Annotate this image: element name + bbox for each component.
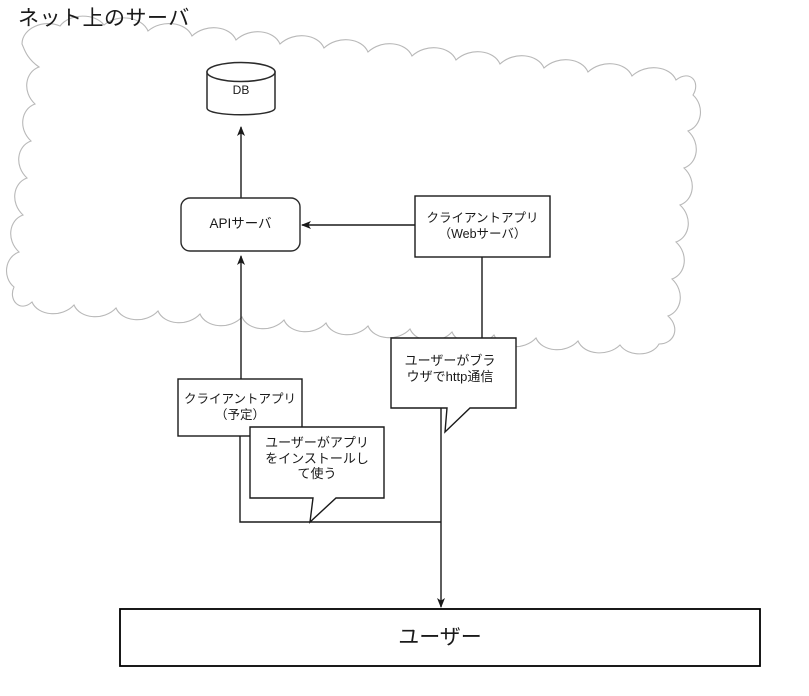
cloud-boundary bbox=[6, 15, 701, 355]
cloud-title: ネット上のサーバ bbox=[18, 7, 190, 30]
db-cylinder bbox=[206, 61, 276, 116]
api-server-box[interactable] bbox=[180, 197, 301, 252]
edge-plannedclient-to-user bbox=[239, 436, 441, 523]
http-note-callout[interactable] bbox=[390, 337, 517, 434]
install-note-callout[interactable] bbox=[249, 426, 385, 524]
user-box[interactable] bbox=[119, 608, 761, 667]
web-client-box[interactable] bbox=[414, 195, 551, 258]
